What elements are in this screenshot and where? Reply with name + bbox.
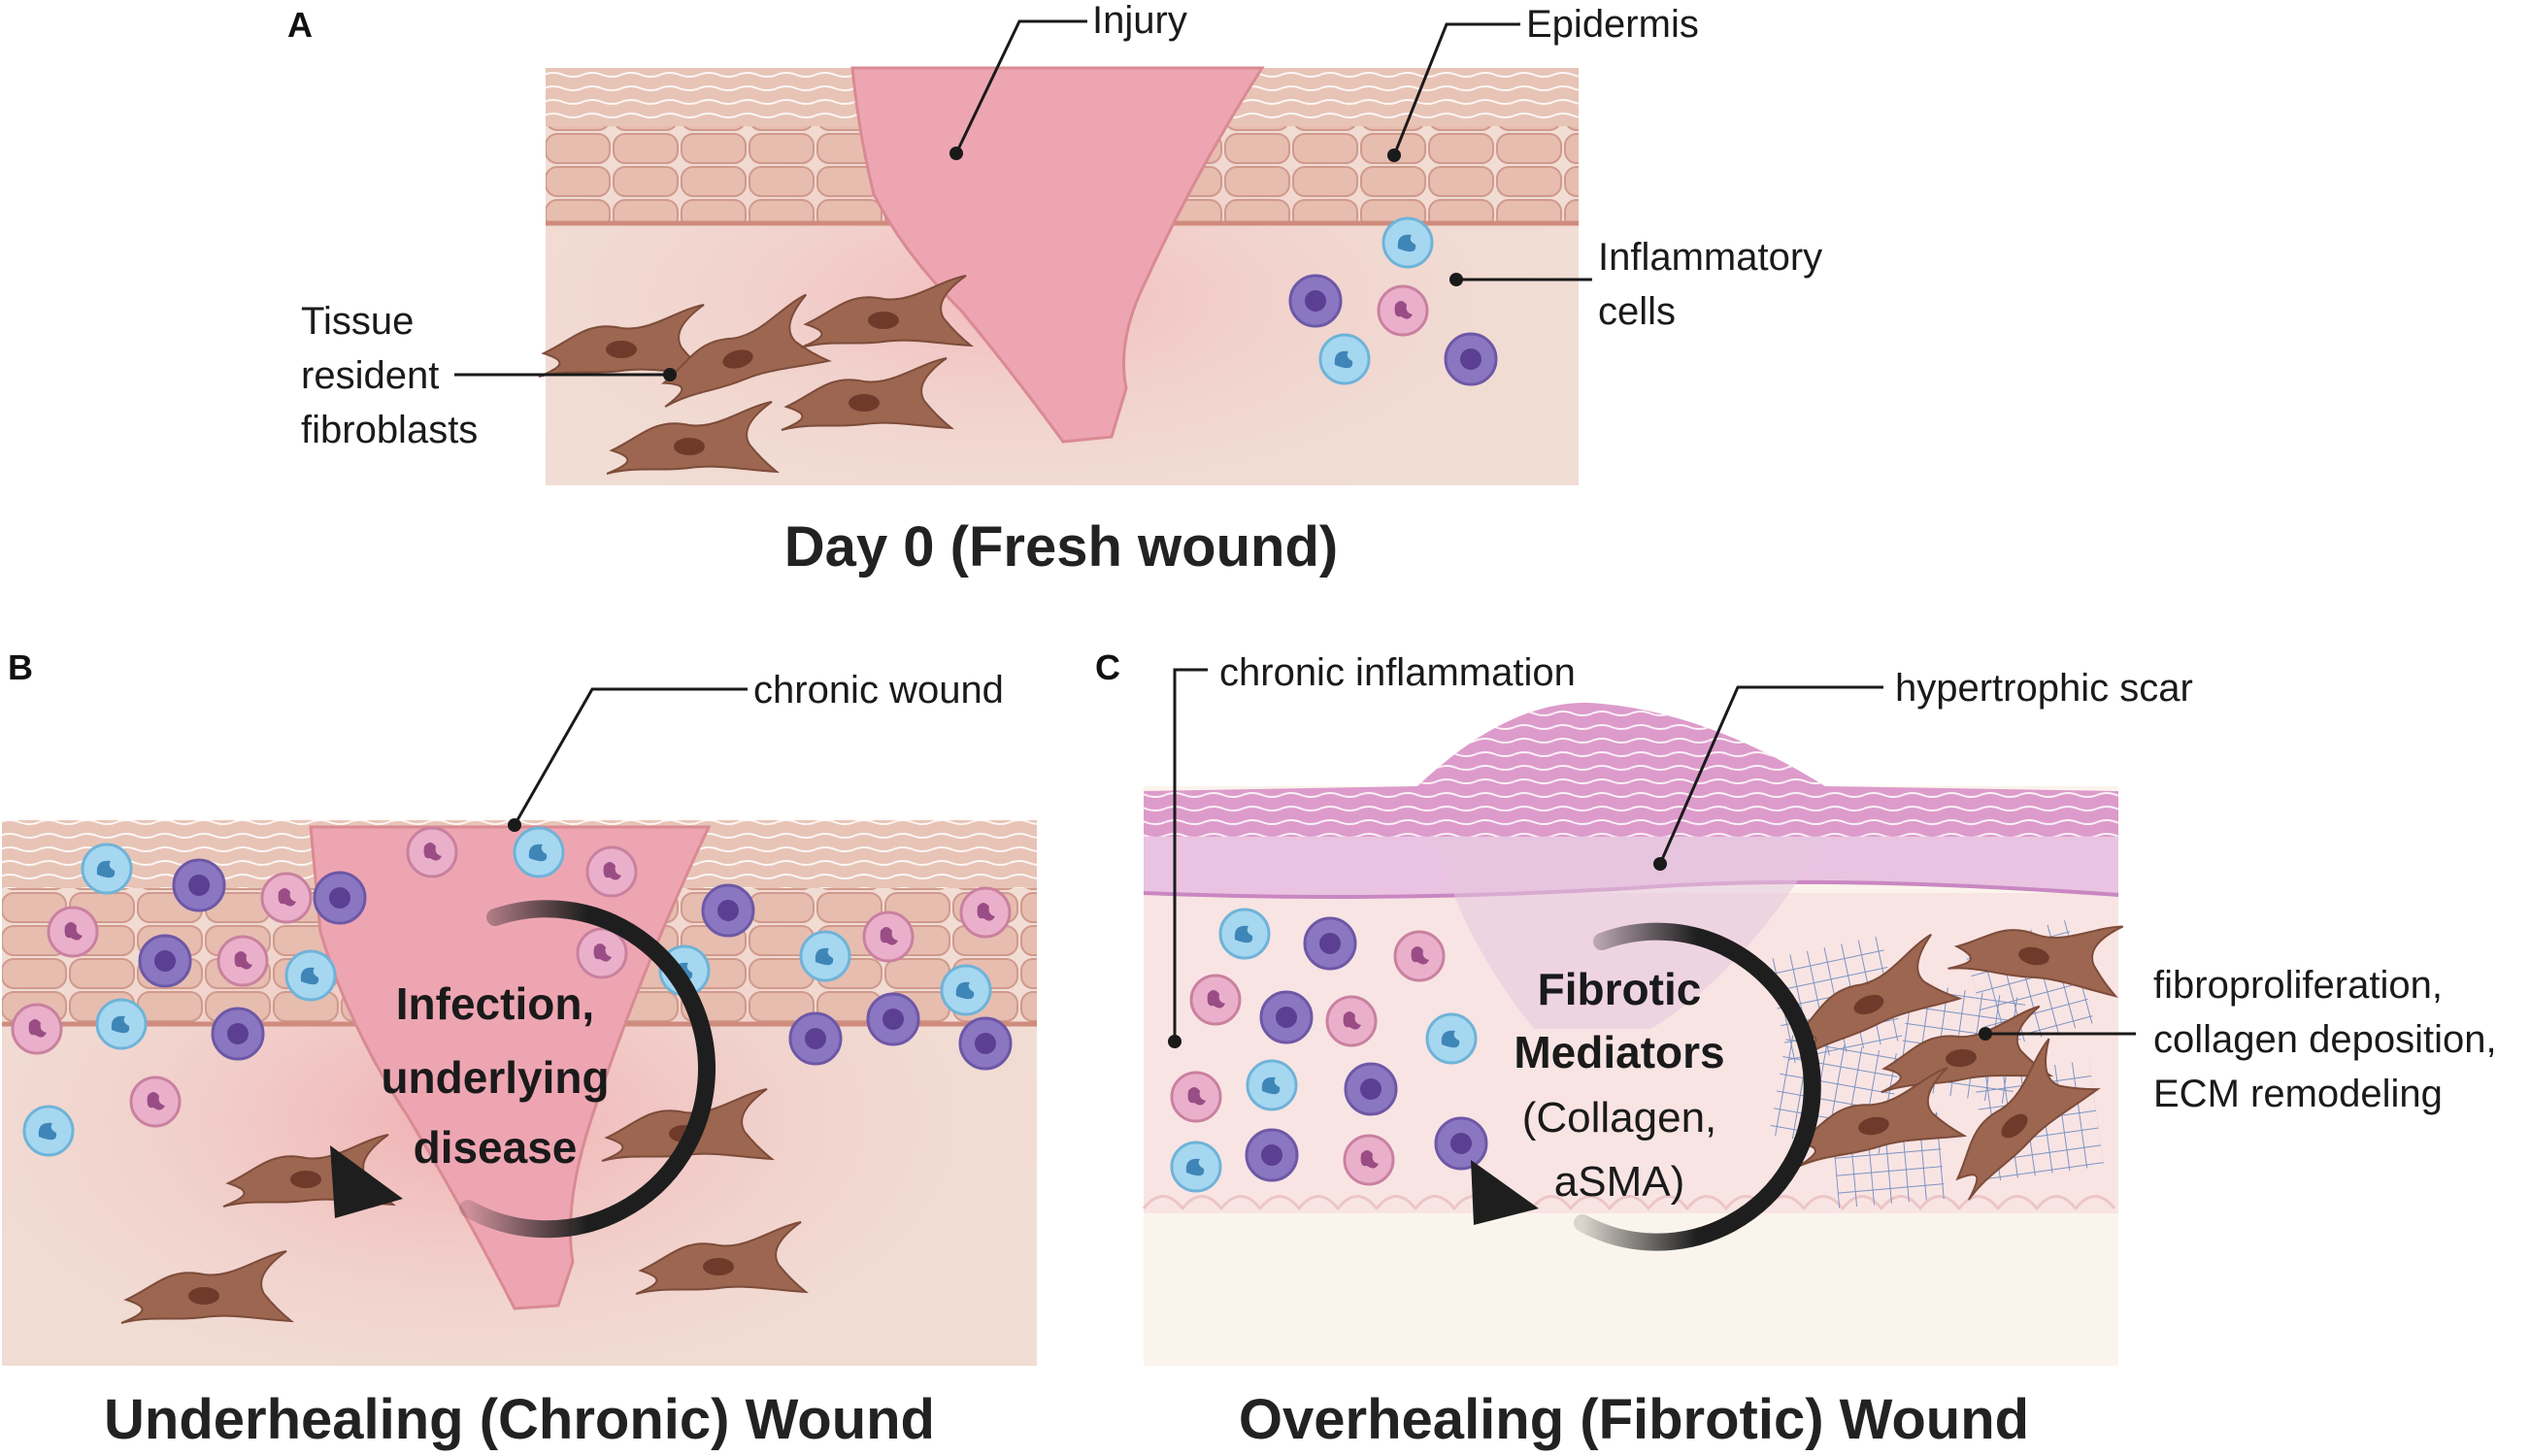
hypertrophic-scar-leader	[1658, 685, 1883, 865]
fibroproliferation-label-line1: fibroproliferation,	[2153, 964, 2443, 1007]
panel-b: B	[2, 647, 1037, 1451]
panel-b-letter: B	[8, 647, 33, 687]
panel-c-cycle-arrow	[1471, 922, 1821, 1251]
fibroproliferation-leader-dot	[1979, 1027, 1992, 1041]
panel-c-caption: Overhealing (Fibrotic) Wound	[1239, 1388, 2029, 1451]
panel-a-caption: Day 0 (Fresh wound)	[784, 515, 1338, 579]
injury-leader	[954, 19, 1087, 154]
panel-b-caption: Underhealing (Chronic) Wound	[104, 1388, 935, 1451]
panel-c-center-regular-line2: aSMA)	[1554, 1158, 1684, 1206]
panel-b-cycle-arrow	[330, 900, 716, 1239]
chronic-inflammation-leader	[1173, 668, 1208, 1042]
panel-a: A Injury	[287, 0, 1822, 579]
hypertrophic-scar-label: hypertrophic scar	[1895, 667, 2193, 710]
panel-b-center-line2: underlying	[381, 1052, 609, 1103]
chronic-wound-label: chronic wound	[753, 669, 1004, 711]
panel-c: C	[1095, 647, 2497, 1451]
chronic-inflammation-leader-dot	[1168, 1035, 1182, 1048]
fibroblasts-label-line3: fibroblasts	[301, 409, 478, 451]
inflammatory-label-line1: Inflammatory	[1598, 236, 1822, 279]
fibroblasts-label-line1: Tissue	[301, 300, 414, 343]
chronic-inflammation-label: chronic inflammation	[1219, 651, 1576, 694]
injury-leader-dot	[949, 147, 963, 160]
fibroproliferation-label-line3: ECM remodeling	[2153, 1073, 2443, 1115]
panel-a-letter: A	[287, 5, 313, 45]
epidermis-leader	[1392, 22, 1520, 156]
panel-c-letter: C	[1095, 647, 1120, 687]
fibroblasts-leader-dot	[663, 368, 677, 381]
panel-c-skin-illustration	[1142, 703, 2129, 1366]
panel-c-center-bold-line1: Fibrotic	[1538, 964, 1702, 1014]
chronic-wound-leader-dot	[508, 818, 521, 832]
inflammatory-label-line2: cells	[1598, 290, 1676, 333]
panel-b-center-line1: Infection,	[396, 978, 594, 1029]
hypertrophic-scar-leader-dot	[1653, 857, 1667, 871]
panel-b-center-line3: disease	[414, 1122, 578, 1173]
panel-c-center-bold-line2: Mediators	[1514, 1027, 1724, 1077]
fibroblasts-label-line2: resident	[301, 354, 439, 397]
epidermis-label: Epidermis	[1526, 3, 1699, 46]
chronic-wound-leader	[513, 687, 748, 826]
epidermis-leader-dot	[1387, 149, 1401, 162]
panel-a-skin-illustration	[538, 66, 1579, 485]
injury-label: Injury	[1092, 0, 1187, 42]
panel-c-center-regular-line1: (Collagen,	[1522, 1094, 1717, 1142]
fibroproliferation-label-line2: collagen deposition,	[2153, 1018, 2497, 1061]
inflammatory-leader-dot	[1449, 273, 1463, 286]
